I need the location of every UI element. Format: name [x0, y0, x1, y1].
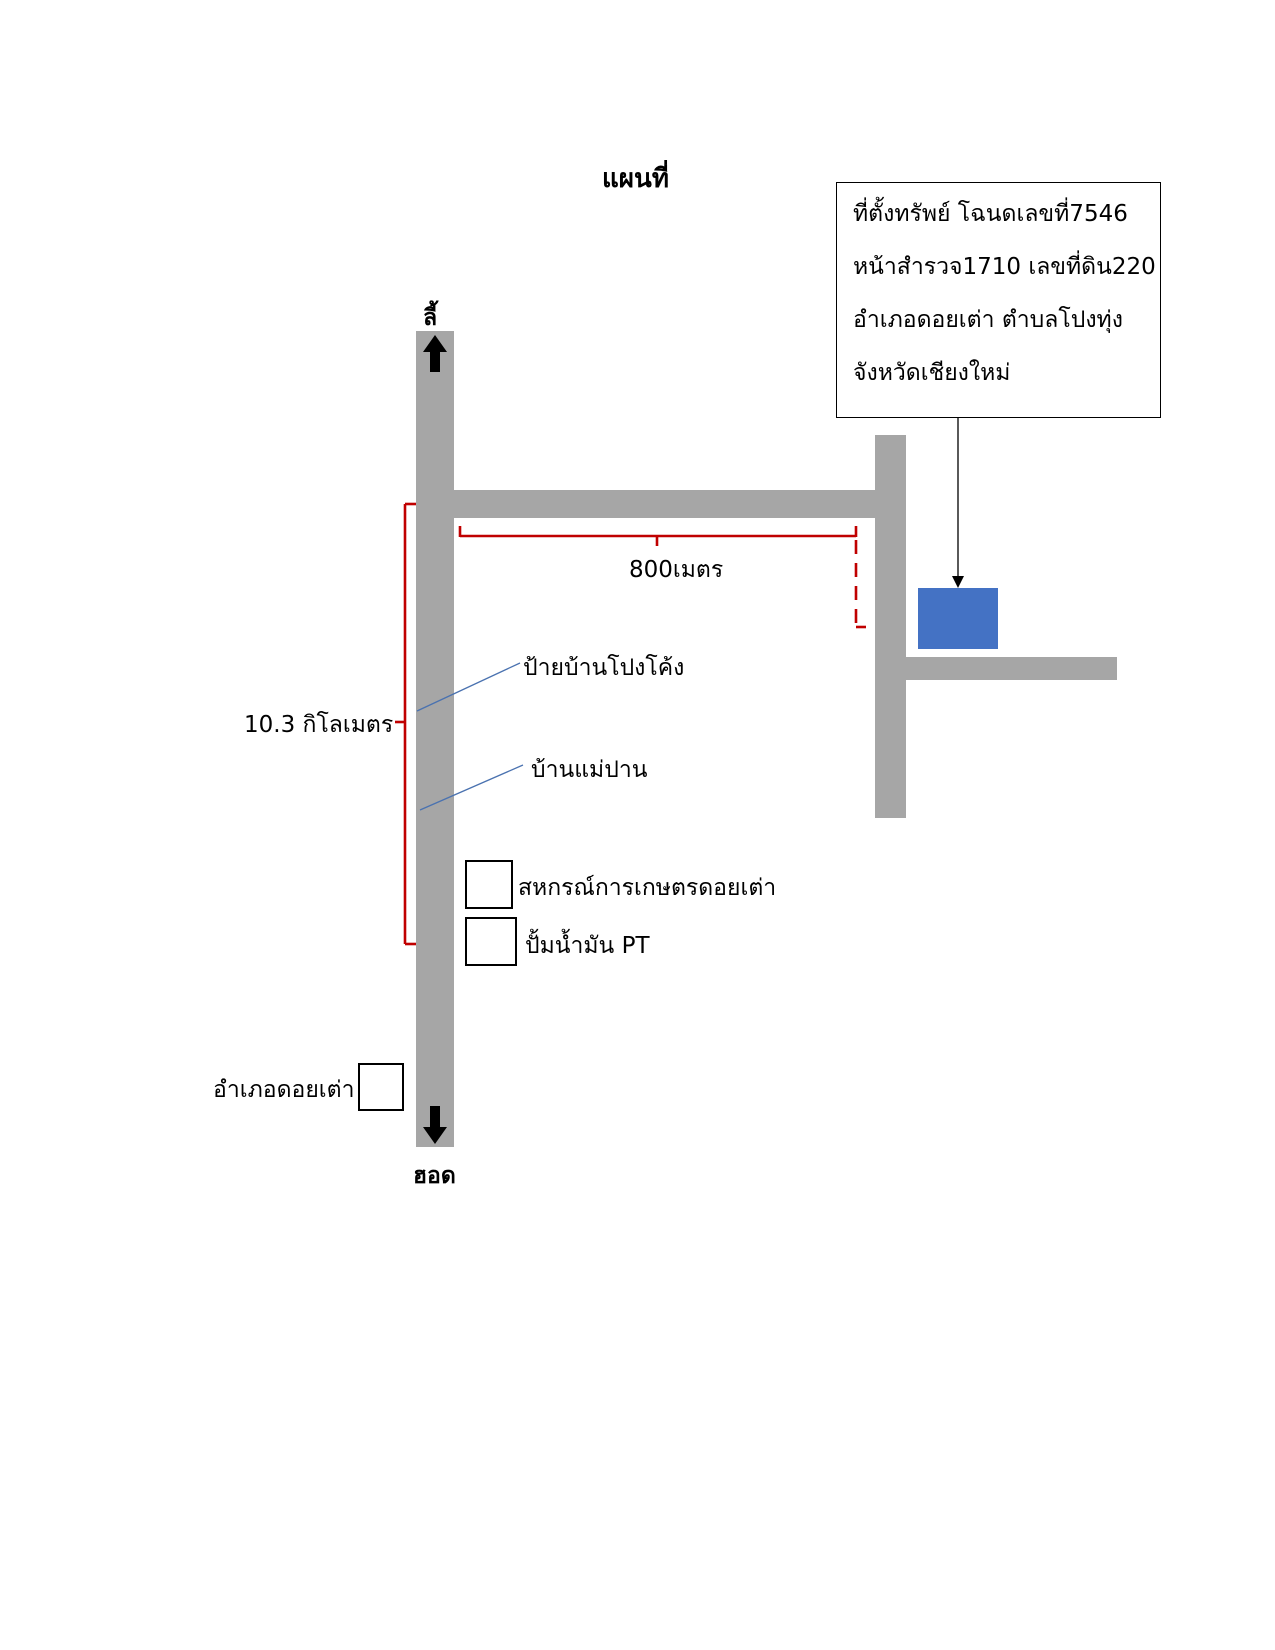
gas-station-marker	[465, 917, 517, 966]
property-pointer-arrow	[952, 418, 964, 588]
cooperative-marker	[465, 860, 513, 909]
landmark-district-label: อำเภอดอยเต่า	[213, 1077, 355, 1103]
info-line-deed: ที่ตั้งทรัพย์ โฉนดเลขที่7546	[853, 201, 1128, 227]
property-access-road	[906, 657, 1117, 680]
cross-road	[875, 435, 906, 818]
side-road-distance-label: 800เมตร	[629, 557, 724, 583]
map-title: แผนที่	[602, 164, 669, 194]
property-info-box: ที่ตั้งทรัพย์ โฉนดเลขที่7546 หน้าสำรวจ17…	[836, 182, 1161, 418]
landmark-village-label: บ้านแม่ปาน	[531, 757, 648, 783]
side-road-dimension	[458, 526, 866, 629]
north-arrow-icon	[423, 335, 447, 372]
sign-leader-line	[416, 662, 521, 712]
landmark-cooperative-label: สหกรณ์การเกษตรดอยเต่า	[518, 875, 777, 901]
village-leader-line	[419, 764, 524, 811]
south-arrow-icon	[423, 1106, 447, 1144]
info-line-province: จังหวัดเชียงใหม่	[853, 360, 1011, 386]
landmark-sign-label: ป้ายบ้านโปงโค้ง	[523, 655, 685, 681]
north-direction-label: ลี้	[423, 305, 438, 331]
south-direction-label: ฮอด	[413, 1163, 456, 1189]
district-marker	[358, 1063, 404, 1111]
info-line-district: อำเภอดอยเต่า ตำบลโปงทุ่ง	[853, 307, 1123, 333]
side-road	[454, 490, 875, 518]
info-line-survey: หน้าสำรวจ1710 เลขที่ดิน220	[853, 254, 1156, 280]
main-road-dimension	[395, 502, 416, 946]
main-road	[416, 331, 454, 1147]
landmark-gas-station-label: ปั้มน้ำมัน PT	[525, 933, 650, 959]
main-road-distance-label: 10.3 กิโลเมตร	[244, 712, 394, 738]
property-marker	[918, 588, 998, 649]
